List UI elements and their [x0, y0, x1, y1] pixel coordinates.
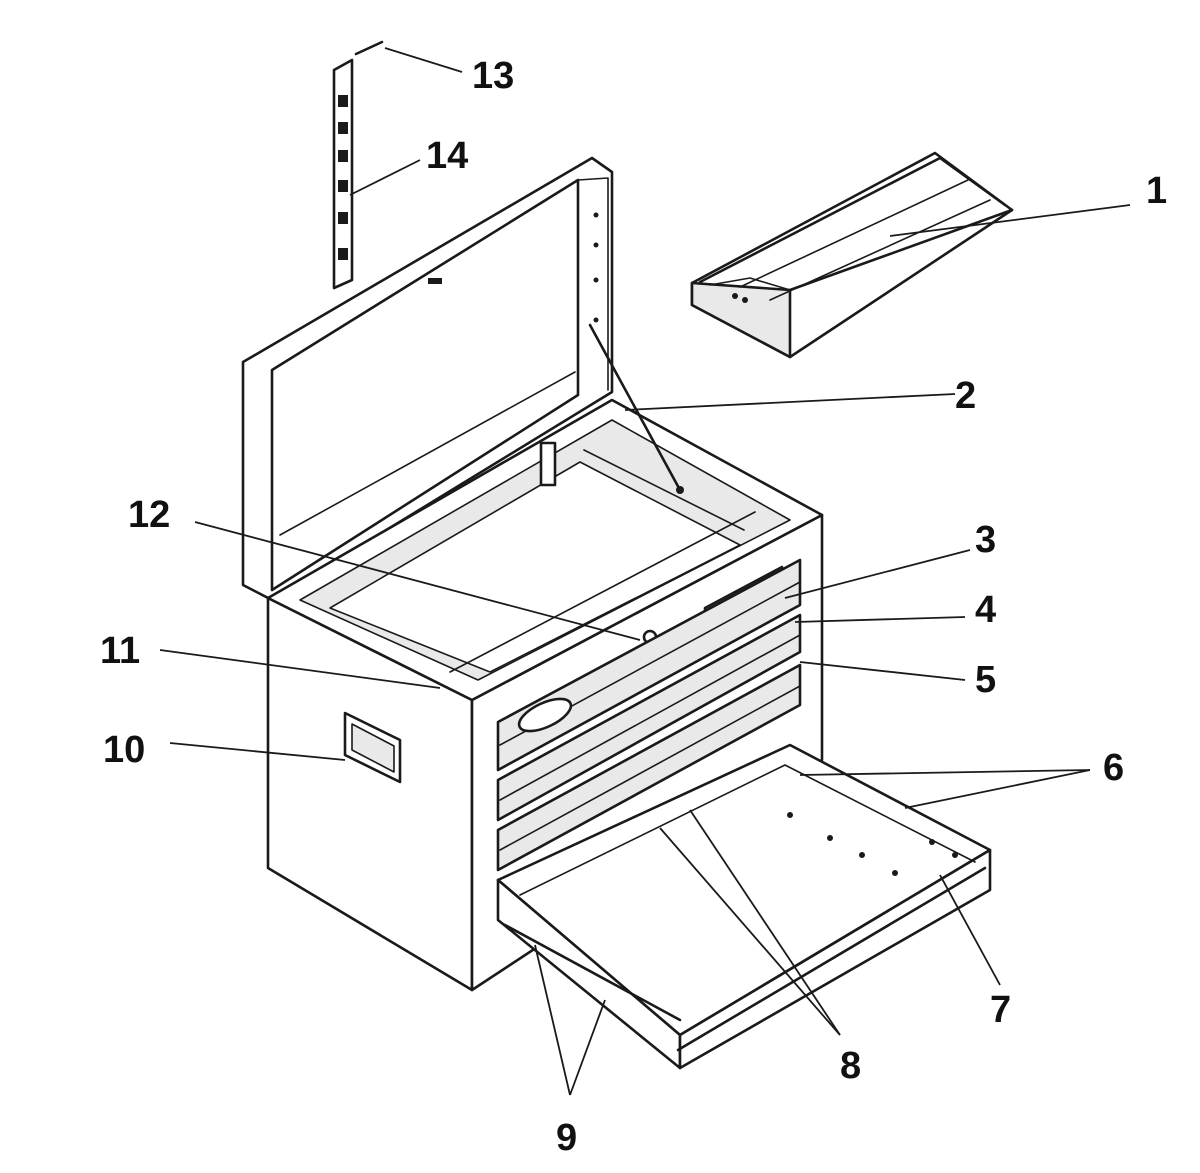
- callout-11: 11: [100, 630, 140, 672]
- callout-14: 14: [426, 135, 468, 177]
- callout-8: 8: [840, 1045, 861, 1087]
- callout-6: 6: [1103, 747, 1124, 789]
- callout-5: 5: [975, 659, 996, 701]
- drawer-stack: [496, 558, 802, 872]
- tote-tray: [690, 151, 1014, 359]
- callout-9: 9: [556, 1117, 577, 1159]
- leader-lines: [159, 47, 1131, 1096]
- callout-13: 13: [472, 55, 514, 97]
- callout-7: 7: [990, 989, 1011, 1031]
- callout-3: 3: [975, 519, 996, 561]
- hinge-pin: [354, 40, 384, 56]
- callout-1: 1: [1146, 170, 1167, 212]
- callout-labels: 1 2 3 4 5 6 7 8 9 10 11 12 13 14: [100, 55, 1167, 1159]
- piano-hinge-strip: [332, 58, 354, 290]
- callout-10: 10: [103, 729, 145, 771]
- callout-2: 2: [955, 375, 976, 417]
- callout-12: 12: [128, 494, 170, 536]
- callout-4: 4: [975, 589, 996, 631]
